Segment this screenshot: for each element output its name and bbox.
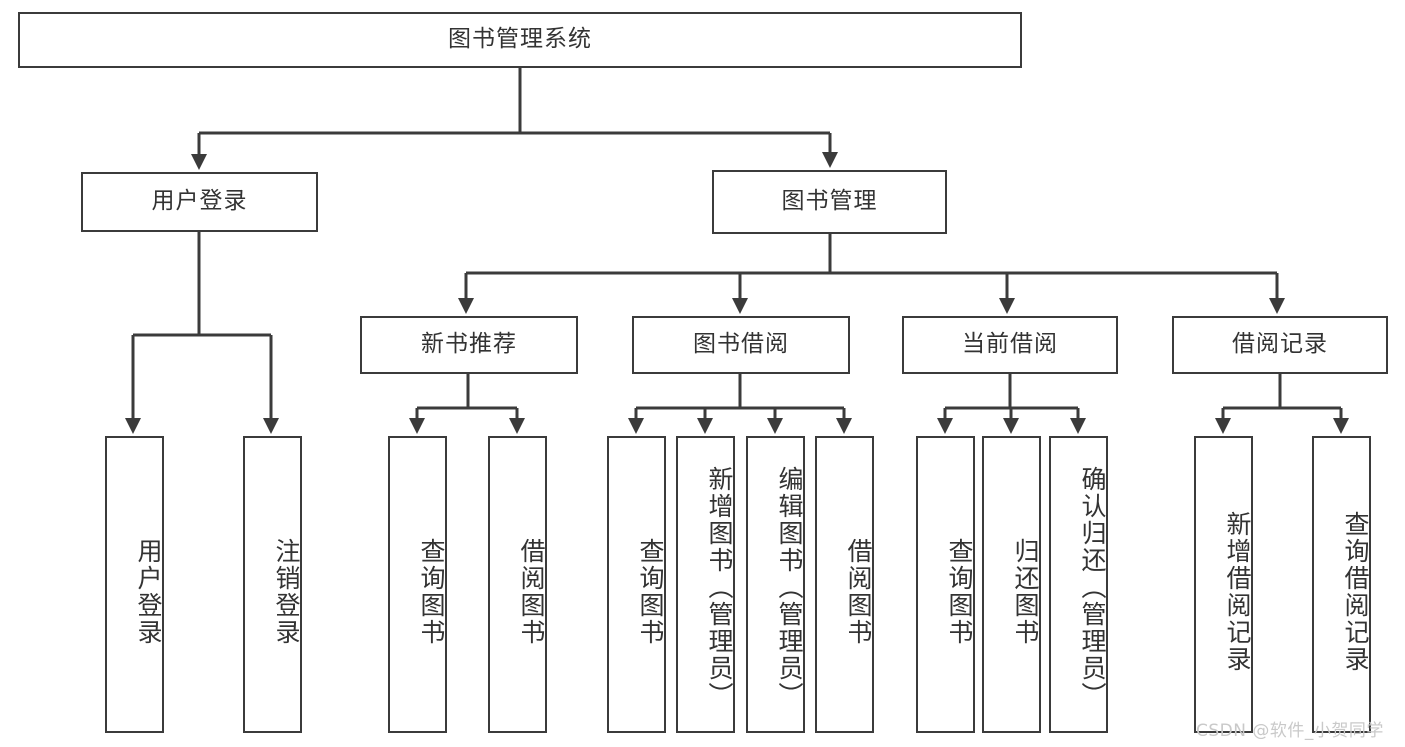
node-label: 用户登录 [134,537,163,646]
book-mgmt-to-record-arrowhead-icon [1269,298,1285,314]
node-label: 图书借阅 [693,331,789,358]
node-book-management: 图书管理 [712,170,947,234]
node-leaf-user-login: 用户登录 [105,436,164,733]
node-label: 当前借阅 [962,331,1058,358]
node-label: 新书推荐 [421,331,517,358]
node-leaf-logout: 注销登录 [243,436,302,733]
node-label: 编辑图书（管理员） [775,466,804,709]
current-to-leaf1-arrowhead-icon [937,418,953,434]
book-mgmt-to-current-arrowhead-icon [999,298,1015,314]
borrow-to-leaf3-arrowhead-icon [767,418,783,434]
node-leaf-query-book-borrow: 查询图书 [607,436,666,733]
node-label: 归还图书 [1011,537,1040,646]
node-label: 新增借阅记录 [1223,510,1252,673]
root-to-user-login-arrowhead-icon [191,154,207,170]
node-leaf-query-book-cur: 查询图书 [916,436,975,733]
rec-to-leaf1-arrowhead-icon [409,418,425,434]
node-label: 查询图书 [417,537,446,646]
borrow-to-leaf1-arrowhead-icon [628,418,644,434]
node-new-book-recommend: 新书推荐 [360,316,578,374]
node-label: 确认归还（管理员） [1078,466,1107,709]
book-mgmt-to-rec-arrowhead-icon [458,298,474,314]
node-leaf-edit-book: 编辑图书（管理员） [746,436,805,733]
current-to-leaf3-arrowhead-icon [1070,418,1086,434]
user-login-to-leaf1-arrowhead-icon [125,418,141,434]
node-leaf-borrow-book-rec: 借阅图书 [488,436,547,733]
node-label: 注销登录 [272,537,301,646]
user-login-to-leaf2-arrowhead-icon [263,418,279,434]
node-current-borrow: 当前借阅 [902,316,1118,374]
root-to-book-management-arrowhead-icon [822,152,838,168]
rec-to-leaf2-arrowhead-icon [509,418,525,434]
node-label: 查询图书 [636,537,665,646]
node-borrow-record: 借阅记录 [1172,316,1388,374]
node-leaf-return-book: 归还图书 [982,436,1041,733]
borrow-to-leaf2-arrowhead-icon [697,418,713,434]
record-to-leaf1-arrowhead-icon [1215,418,1231,434]
node-user-login: 用户登录 [81,172,318,232]
node-label: 用户登录 [151,188,248,215]
node-label: 图书管理系统 [448,26,592,53]
node-label: 借阅记录 [1232,331,1328,358]
csdn-watermark: CSDN @软件_小贺同学 [1196,721,1384,741]
node-label: 查询图书 [945,537,974,646]
node-leaf-add-book: 新增图书（管理员） [676,436,735,733]
node-leaf-confirm-return: 确认归还（管理员） [1049,436,1108,733]
node-leaf-query-book-rec: 查询图书 [388,436,447,733]
book-mgmt-to-borrow-arrowhead-icon [732,298,748,314]
node-leaf-add-record: 新增借阅记录 [1194,436,1253,733]
borrow-to-leaf4-arrowhead-icon [836,418,852,434]
node-label: 图书管理 [781,188,878,215]
node-label: 借阅图书 [844,537,873,646]
node-leaf-borrow-book: 借阅图书 [815,436,874,733]
node-label: 查询借阅记录 [1341,510,1370,673]
node-label: 新增图书（管理员） [705,466,734,709]
current-to-leaf2-arrowhead-icon [1003,418,1019,434]
node-leaf-query-record: 查询借阅记录 [1312,436,1371,733]
record-to-leaf2-arrowhead-icon [1333,418,1349,434]
node-book-borrow: 图书借阅 [632,316,850,374]
node-root-title: 图书管理系统 [18,12,1022,68]
node-label: 借阅图书 [517,537,546,646]
